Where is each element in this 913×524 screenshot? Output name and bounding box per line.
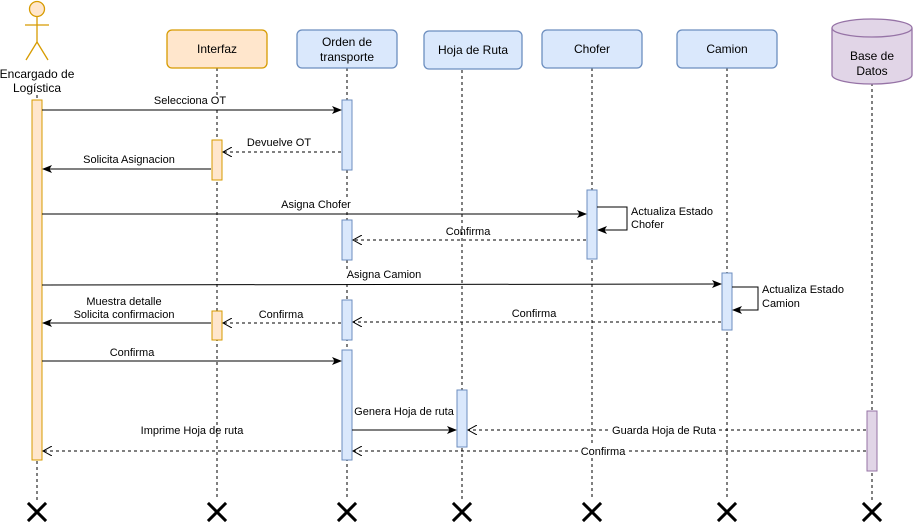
destroy-camion-icon xyxy=(716,501,738,523)
activation-interfaz-1 xyxy=(211,139,223,181)
participant-chofer[interactable]: Chofer xyxy=(541,29,643,69)
activations xyxy=(31,99,878,472)
msg-confirma-orden: Confirma xyxy=(223,309,341,323)
msg-asigna-camion: Asigna Camion xyxy=(41,269,722,289)
msg-muestra-detalle-line1: Muestra detalle xyxy=(86,296,161,308)
msg-solicita-asignacion-label: Solicita Asignacion xyxy=(83,154,175,166)
participant-interfaz-label: Interfaz xyxy=(197,42,237,56)
participant-hoja[interactable]: Hoja de Ruta xyxy=(423,30,523,70)
msg-muestra-detalle-line2: Solicita confirmacion xyxy=(74,309,175,321)
msg-actualiza-camion-line1: Actualiza Estado xyxy=(762,284,844,296)
msg-asigna-chofer-label: Asigna Chofer xyxy=(281,199,351,211)
destroy-orden-icon xyxy=(336,501,358,523)
msg-confirma-camion-label: Confirma xyxy=(512,308,558,320)
destroy-hoja-icon xyxy=(451,501,473,523)
participant-orden[interactable]: Orden de transporte xyxy=(296,29,398,69)
msg-genera-hoja-label: Genera Hoja de ruta xyxy=(354,406,455,418)
participant-orden-label-line2: transporte xyxy=(320,50,374,64)
msg-actualiza-estado-chofer: Actualiza Estado Chofer xyxy=(597,206,713,234)
msg-solicita-asignacion: Solicita Asignacion xyxy=(42,154,211,173)
msg-imprime-hoja: Imprime Hoja de ruta xyxy=(43,425,341,451)
msg-selecciona-ot-label: Selecciona OT xyxy=(154,95,226,107)
participant-camion-label: Camion xyxy=(706,42,747,56)
msg-actualiza-chofer-line2: Chofer xyxy=(631,219,664,231)
msg-guarda-hoja-label: Guarda Hoja de Ruta xyxy=(612,425,717,437)
destroy-bd-icon xyxy=(861,501,883,523)
destroy-actor-icon xyxy=(26,501,48,523)
activation-hoja xyxy=(456,389,468,448)
participant-hoja-label: Hoja de Ruta xyxy=(438,43,508,57)
msg-muestra-detalle: Muestra detalle Solicita confirmacion xyxy=(42,296,211,327)
activation-camion xyxy=(721,272,733,331)
activation-orden-1 xyxy=(341,99,353,171)
msg-selecciona-ot: Selecciona OT xyxy=(42,95,342,114)
activation-chofer xyxy=(586,189,598,260)
participant-bd-label-line1: Base de xyxy=(850,49,894,63)
actor-label-line2: Logística xyxy=(13,81,61,95)
stick-figure-icon xyxy=(25,0,49,61)
msg-devuelve-ot-label: Devuelve OT xyxy=(247,137,311,149)
msg-asigna-camion-label: Asigna Camion xyxy=(347,269,422,281)
msg-actualiza-camion-line2: Camion xyxy=(762,298,800,310)
messages: Selecciona OT Devuelve OT Solicita Asign… xyxy=(41,95,866,458)
msg-confirma-camion: Confirma xyxy=(353,308,721,322)
msg-asigna-chofer: Asigna Chofer xyxy=(42,199,587,218)
participant-base-de-datos[interactable]: Base de Datos xyxy=(831,18,913,85)
participant-orden-label-line1: Orden de xyxy=(322,35,372,49)
msg-confirma-chofer-label: Confirma xyxy=(446,226,492,238)
msg-devuelve-ot: Devuelve OT xyxy=(223,137,341,152)
activation-orden-2 xyxy=(341,219,353,261)
database-icon xyxy=(831,18,913,85)
destroy-chofer-icon xyxy=(581,501,603,523)
destruction-marks xyxy=(26,501,883,523)
msg-confirma-chofer: Confirma xyxy=(353,226,586,240)
activation-interfaz-2 xyxy=(211,310,223,341)
msg-confirma-orden-label: Confirma xyxy=(259,309,305,321)
activation-orden-4 xyxy=(341,349,353,461)
actor-encargado[interactable]: Encargado de Logística xyxy=(0,0,75,96)
activation-orden-3 xyxy=(341,299,353,341)
participant-camion[interactable]: Camion xyxy=(676,29,778,69)
msg-guarda-hoja: Guarda Hoja de Ruta xyxy=(468,424,866,437)
msg-actualiza-estado-camion: Actualiza Estado Camion xyxy=(732,284,844,314)
participant-bd-label-line2: Datos xyxy=(856,64,887,78)
msg-genera-hoja: Genera Hoja de ruta xyxy=(352,406,457,434)
activation-actor xyxy=(31,99,43,461)
msg-confirma-bd-label: Confirma xyxy=(581,446,627,458)
msg-imprime-hoja-label: Imprime Hoja de ruta xyxy=(141,425,245,437)
msg-confirma-actor-label: Confirma xyxy=(110,347,156,359)
participant-chofer-label: Chofer xyxy=(574,42,610,56)
msg-confirma-bd: Confirma xyxy=(353,445,866,458)
actor-label-line1: Encargado de xyxy=(0,67,75,81)
destroy-interfaz-icon xyxy=(206,501,228,523)
msg-actualiza-chofer-line1: Actualiza Estado xyxy=(631,206,713,218)
activation-bd xyxy=(866,410,878,472)
participant-interfaz[interactable]: Interfaz xyxy=(166,29,268,69)
msg-confirma-actor: Confirma xyxy=(42,347,342,365)
